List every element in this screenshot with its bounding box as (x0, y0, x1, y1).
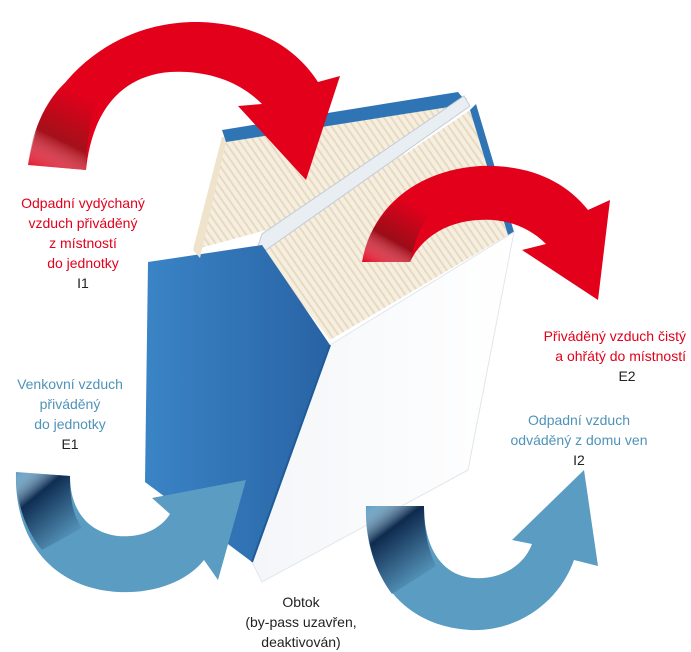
core-left-face (145, 245, 330, 562)
label-outdoor-in-code: E1 (61, 436, 79, 452)
arrow-e2-icon (362, 165, 610, 300)
label-exhaust-out: Odpadní vzduch odváděný z domu ven I2 (484, 410, 674, 470)
label-extract-in-line-4: do jednotky (47, 255, 119, 271)
arrow-i1-icon (28, 21, 340, 180)
label-extract-in-line-2: vzduch přiváděný (28, 215, 138, 231)
arrow-e1-icon (15, 472, 247, 593)
label-outdoor-in: Venkovní vzduch přiváděný do jednotky E1 (0, 374, 140, 454)
label-bypass-line-1: Obtok (282, 594, 320, 610)
label-extract-in: Odpadní vydýchaný vzduch přiváděný z mís… (0, 193, 166, 293)
label-outdoor-in-line-1: Venkovní vzduch (17, 376, 123, 392)
label-bypass-line-3: deaktivován) (261, 634, 341, 650)
label-supply-out-line-1: Přiváděný vzduch čistý (543, 328, 686, 344)
label-supply-out-code: E2 (618, 368, 636, 384)
core-edge (251, 344, 331, 563)
label-exhaust-out-code: I2 (573, 452, 585, 468)
label-exhaust-out-line-2: odváděný z domu ven (510, 432, 648, 448)
label-extract-in-code: I1 (77, 275, 89, 291)
label-extract-in-line-1: Odpadní vydýchaný (21, 195, 145, 211)
label-extract-in-line-3: z místností (49, 235, 117, 251)
arrow-i2-icon (365, 470, 598, 631)
label-supply-out-line-2: a ohřátý do místností (555, 348, 686, 364)
label-bypass: Obtok (by-pass uzavřen, deaktivován) (236, 592, 366, 652)
core-left-media-strip (193, 137, 226, 258)
label-bypass-line-2: (by-pass uzavřen, (245, 614, 357, 630)
label-outdoor-in-line-3: do jednotky (34, 416, 106, 432)
label-exhaust-out-line-1: Odpadní vzduch (528, 412, 630, 428)
label-outdoor-in-line-2: přiváděný (39, 396, 101, 412)
label-supply-out: Přiváděný vzduch čistý a ohřátý do místn… (508, 326, 686, 386)
heat-exchanger-core (145, 92, 515, 583)
